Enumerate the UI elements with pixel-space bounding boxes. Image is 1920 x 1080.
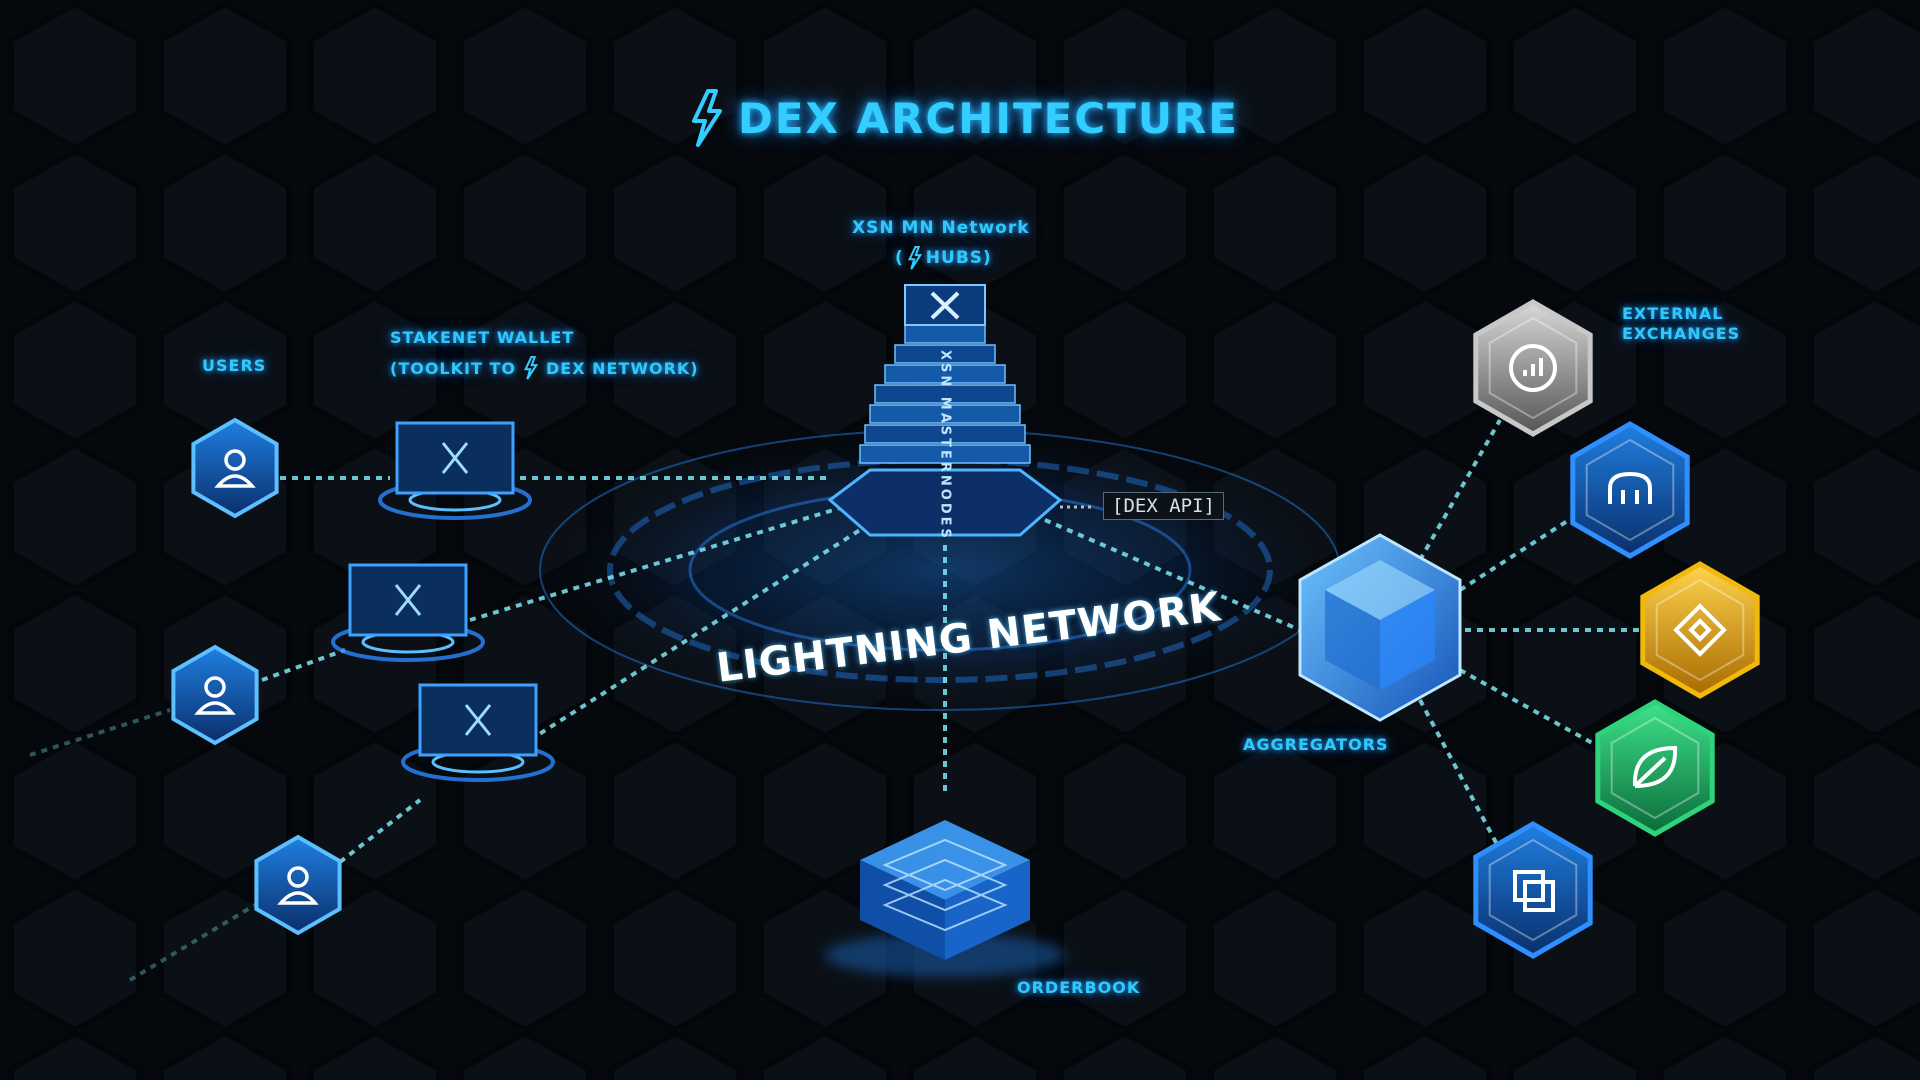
tower-layer [904, 324, 986, 344]
external-label-line1: EXTERNAL [1622, 304, 1724, 323]
lightning-bolt-icon [692, 89, 722, 147]
aggregators-label: AGGREGATORS [1243, 735, 1389, 754]
link-hub-aggregators [1044, 518, 1301, 632]
exchange-node-2[interactable] [1570, 421, 1690, 559]
user-node-1[interactable] [191, 417, 279, 519]
link-offscreen-left-2 [128, 903, 257, 982]
xsn-x-logo-icon [441, 442, 469, 474]
hub-label-hubs: HUBS) [925, 248, 992, 268]
lightning-bolt-icon [524, 356, 538, 380]
dex-api-label: [DEX API] [1103, 492, 1224, 520]
leaf-icon [1632, 745, 1678, 788]
user-node-2[interactable] [171, 644, 259, 746]
orderbook-label: ORDERBOOK [1017, 978, 1141, 997]
xsn-hub-tower: XSN MASTERNODES [827, 284, 1063, 541]
connection-links [29, 419, 1660, 982]
tower-layer [859, 444, 1031, 464]
user-icon [214, 449, 256, 488]
exchange-node-5[interactable] [1473, 821, 1593, 959]
aggregator-cube [1298, 533, 1462, 722]
wallet-label-prefix: (TOOLKIT TO [390, 358, 516, 378]
wallet-label-line2: (TOOLKIT TO DEX NETWORK) [390, 356, 699, 380]
hub-label-line1: XSN MN Network [852, 218, 1030, 238]
tower-layer [869, 404, 1021, 424]
tower-layer [864, 424, 1026, 444]
users-label: USERS [202, 356, 267, 375]
user-icon [277, 866, 319, 905]
user-node-3[interactable] [254, 834, 342, 936]
external-label-line2: EXCHANGES [1622, 324, 1741, 343]
wallet-laptop-1[interactable] [378, 421, 532, 520]
hub-tower-text: XSN MASTERNODES [938, 350, 953, 541]
link-agg-ex2 [1458, 498, 1602, 592]
exchanges-group [1473, 299, 1760, 959]
exchange-node-1[interactable] [1473, 299, 1593, 437]
link-offscreen-left-1 [29, 708, 171, 757]
link-agg-ex5 [1418, 699, 1502, 851]
wallet-laptop-3[interactable] [401, 683, 555, 782]
exchange-node-4[interactable] [1595, 699, 1715, 837]
user-icon [194, 676, 236, 715]
link-user3-wallet3 [338, 798, 422, 864]
link-agg-ex4 [1459, 668, 1606, 752]
exchange-node-3[interactable] [1640, 561, 1760, 699]
tower-layer [884, 364, 1006, 384]
kraken-m-icon [1608, 471, 1652, 504]
lightning-bolt-icon [907, 246, 922, 270]
page-title: DEX ARCHITECTURE [738, 93, 1239, 143]
wallet-laptop-2[interactable] [331, 563, 485, 662]
hub-label-line2: ( HUBS) [895, 246, 992, 270]
link-wallet3-hub [528, 528, 862, 742]
title-bar: DEX ARCHITECTURE [690, 88, 1239, 148]
bar-chart-icon [1509, 344, 1557, 392]
wallets-group [331, 421, 555, 782]
xsn-x-logo-icon [930, 291, 960, 320]
tower-layer [874, 384, 1016, 404]
bittrex-square-icon [1513, 870, 1555, 912]
wallet-label-line1: STAKENET WALLET [390, 328, 575, 347]
xsn-x-logo-icon [464, 704, 492, 736]
binance-diamond-icon [1673, 603, 1727, 657]
hub-label-open-paren: ( [895, 248, 904, 268]
link-agg-ex1 [1418, 419, 1502, 561]
xsn-x-logo-icon [394, 584, 422, 616]
orderbook-cube [825, 820, 1065, 977]
users-group [171, 417, 342, 936]
wallet-label-suffix: DEX NETWORK) [545, 358, 699, 378]
tower-layer [894, 344, 996, 364]
link-user2-wallet2 [261, 648, 346, 682]
